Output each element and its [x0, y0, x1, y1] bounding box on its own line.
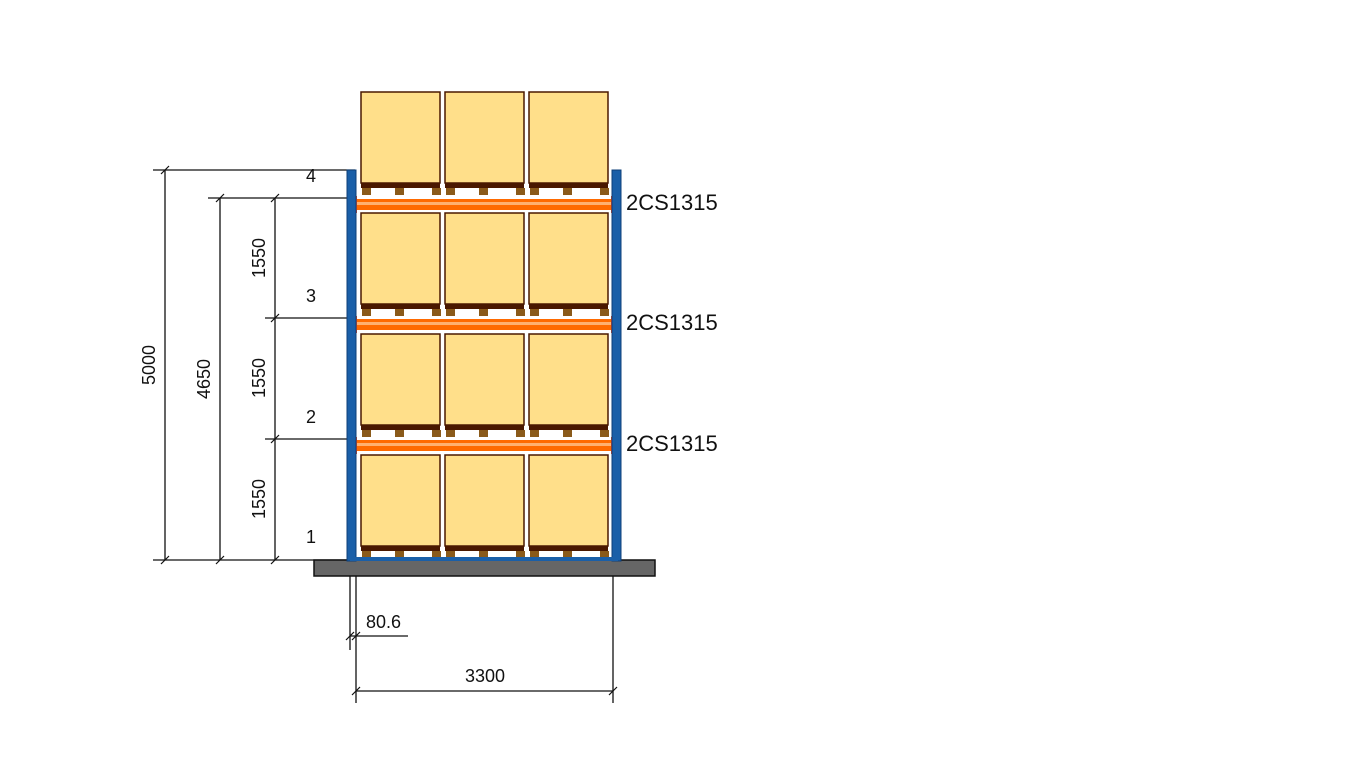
- pallet-block: [479, 551, 488, 558]
- pallet-block: [600, 430, 609, 437]
- level-label-1: 1: [306, 527, 316, 547]
- beam-label-bottom: 2CS1315: [626, 431, 718, 456]
- pallet-deck: [445, 183, 524, 188]
- cargo-box: [528, 333, 609, 426]
- pallet-deck: [361, 304, 440, 309]
- cargo-box: [360, 91, 441, 184]
- pallet-block: [395, 430, 404, 437]
- dim-upright-width: 80.6: [366, 612, 401, 632]
- pallet-block: [530, 551, 539, 558]
- cargo-box: [444, 454, 525, 547]
- level-label-2: 2: [306, 407, 316, 427]
- pallet-deck: [361, 183, 440, 188]
- dim-total-height: 5000: [139, 345, 159, 385]
- pallet-deck: [529, 425, 608, 430]
- cargo-box: [528, 212, 609, 305]
- pallet-block: [432, 309, 441, 316]
- beam-highlight: [352, 322, 615, 325]
- upright-right: [611, 169, 622, 562]
- level-label-4: 4: [306, 166, 316, 186]
- pallet-block: [479, 430, 488, 437]
- cargo-box: [444, 91, 525, 184]
- pallet-block: [395, 309, 404, 316]
- dim-top-beam-height: 4650: [194, 359, 214, 399]
- beam-label-middle: 2CS1315: [626, 310, 718, 335]
- pallet-block: [446, 309, 455, 316]
- dim-bay-width: 3300: [465, 666, 505, 686]
- upright-left: [346, 169, 357, 562]
- cargo-box: [360, 212, 441, 305]
- pallet-deck: [361, 425, 440, 430]
- pallet-block: [530, 188, 539, 195]
- dim-level-spacing-2: 1550: [249, 358, 269, 398]
- pallet-block: [362, 309, 371, 316]
- pallet-block: [516, 188, 525, 195]
- pallet-block: [479, 188, 488, 195]
- pallet-block: [600, 309, 609, 316]
- pallet-deck: [529, 546, 608, 551]
- pallet-block: [600, 188, 609, 195]
- pallet-block: [446, 551, 455, 558]
- cargo-box: [360, 333, 441, 426]
- cargo-box: [528, 454, 609, 547]
- pallet-block: [362, 430, 371, 437]
- cargo-box: [528, 91, 609, 184]
- pallet-block: [479, 309, 488, 316]
- pallet-deck: [529, 304, 608, 309]
- pallet-block: [395, 188, 404, 195]
- dimension-lines: [153, 165, 618, 703]
- dim-level-spacing-3: 1550: [249, 238, 269, 278]
- pallet-deck: [445, 546, 524, 551]
- dim-level-spacing-1: 1550: [249, 479, 269, 519]
- pallet-block: [530, 430, 539, 437]
- pallet-deck: [361, 546, 440, 551]
- pallet-block: [446, 188, 455, 195]
- pallet-block: [432, 430, 441, 437]
- pallet-block: [563, 188, 572, 195]
- pallet-deck: [445, 304, 524, 309]
- floor-slab: [313, 559, 656, 577]
- pallet-block: [446, 430, 455, 437]
- pallet-block: [362, 551, 371, 558]
- pallet-block: [395, 551, 404, 558]
- pallet-block: [563, 430, 572, 437]
- rack: [313, 91, 656, 577]
- pallet-block: [600, 551, 609, 558]
- cargo-box: [444, 212, 525, 305]
- pallet-block: [362, 188, 371, 195]
- beam-label-top: 2CS1315: [626, 190, 718, 215]
- level-label-3: 3: [306, 286, 316, 306]
- pallet-deck: [445, 425, 524, 430]
- cargo-box: [360, 454, 441, 547]
- beam-highlight: [352, 202, 615, 205]
- pallet-block: [530, 309, 539, 316]
- pallet-block: [432, 551, 441, 558]
- pallet-block: [563, 551, 572, 558]
- pallet-block: [516, 430, 525, 437]
- cargo-box: [444, 333, 525, 426]
- pallet-block: [563, 309, 572, 316]
- base-rail: [350, 557, 618, 561]
- pallet-block: [516, 551, 525, 558]
- pallet-block: [432, 188, 441, 195]
- pallet-block: [516, 309, 525, 316]
- pallet-deck: [529, 183, 608, 188]
- beam-highlight: [352, 443, 615, 446]
